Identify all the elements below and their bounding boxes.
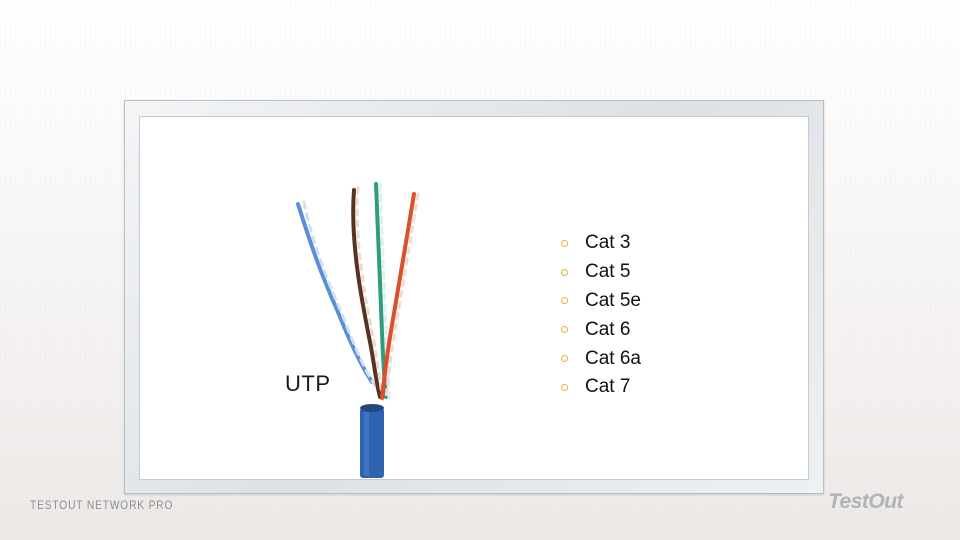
cable-category-list: Cat 3 Cat 5 Cat 5e Cat 6 Cat 6a Cat 7 [561, 229, 641, 402]
list-item: Cat 3 [561, 229, 641, 258]
slide-frame: UTP Cat 3 Cat 5 Cat 5e Cat 6 Cat 6a [124, 100, 824, 494]
footer-course-title: TESTOUT NETWORK PRO [30, 498, 174, 512]
list-item: Cat 7 [561, 373, 641, 402]
list-item: Cat 6 [561, 315, 641, 344]
list-item-label: Cat 6 [585, 318, 631, 340]
brown-wire-pair [351, 186, 385, 402]
utp-cable-image [296, 182, 420, 478]
bullet-icon [561, 383, 568, 391]
list-item-label: Cat 7 [585, 376, 631, 398]
list-item: Cat 5 [561, 258, 641, 287]
bullet-icon [561, 297, 568, 305]
list-item: Cat 5e [561, 287, 641, 316]
list-item-label: Cat 5 [585, 261, 631, 283]
bullet-icon [561, 355, 568, 363]
list-item-label: Cat 6a [585, 347, 641, 369]
slide-content-area: UTP Cat 3 Cat 5 Cat 5e Cat 6 Cat 6a [139, 116, 809, 480]
blue-wire-pair [296, 200, 378, 389]
cable-jacket [360, 404, 384, 478]
testout-logo: TestOut [828, 490, 904, 513]
list-item-label: Cat 5e [585, 289, 641, 311]
list-item-label: Cat 3 [585, 232, 631, 254]
bullet-icon [561, 268, 568, 276]
orange-wire-pair [380, 192, 420, 400]
list-item: Cat 6a [561, 344, 641, 373]
bullet-icon [561, 326, 568, 334]
bullet-icon [561, 239, 568, 247]
utp-label: UTP [285, 371, 331, 396]
